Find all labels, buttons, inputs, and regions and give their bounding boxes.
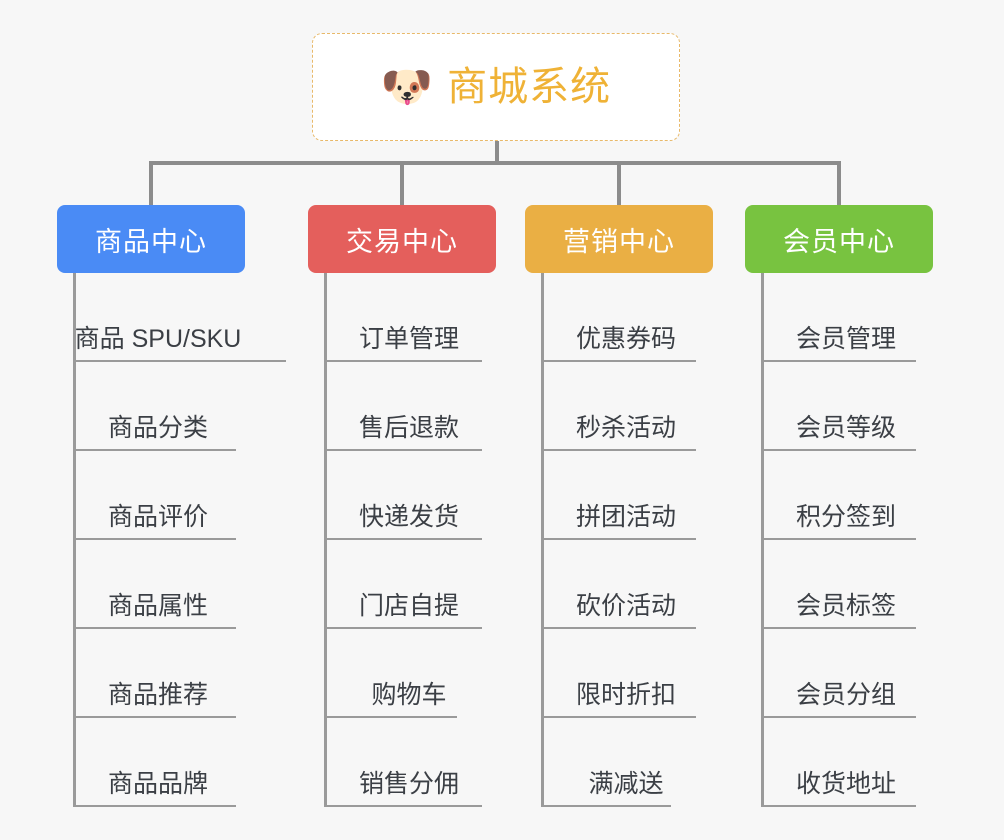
list-item-label: 商品品牌 bbox=[107, 770, 208, 798]
list-item-label: 商品属性 bbox=[107, 592, 208, 620]
list-item-underline bbox=[761, 360, 916, 362]
list-item-label: 收货地址 bbox=[795, 770, 896, 798]
connector-drop-marketing-center bbox=[617, 161, 621, 205]
list-item[interactable]: 会员标签 bbox=[745, 540, 933, 629]
connector-drop-trade-center bbox=[400, 161, 404, 205]
connector-drop-member-center bbox=[837, 161, 841, 205]
list-item-label: 会员管理 bbox=[795, 325, 896, 353]
list-item[interactable]: 商品属性 bbox=[57, 540, 245, 629]
list-item[interactable]: 门店自提 bbox=[308, 540, 496, 629]
list-item-underline bbox=[541, 360, 696, 362]
list-item-label: 销售分佣 bbox=[358, 770, 459, 798]
list-item-label: 门店自提 bbox=[358, 592, 459, 620]
category-header-product-center[interactable]: 商品中心 bbox=[57, 205, 245, 273]
list-item-label: 拼团活动 bbox=[575, 503, 676, 531]
connector-drop-product-center bbox=[149, 161, 153, 205]
list-item-underline bbox=[324, 627, 482, 629]
category-column-product-center: 商品中心商品 SPU/SKU 商品分类商品评价商品属性商品推荐商品品牌 bbox=[57, 205, 286, 807]
list-item-label: 商品 SPU/SKU bbox=[74, 325, 242, 353]
list-item-underline bbox=[541, 538, 696, 540]
connector-horizontal-bus bbox=[149, 161, 839, 165]
item-list-trade-center: 订单管理售后退款快递发货门店自提购物车销售分佣 bbox=[308, 273, 496, 807]
list-item[interactable]: 会员分组 bbox=[745, 629, 933, 718]
root-node-title: 商城系统 bbox=[447, 65, 612, 109]
category-header-marketing-center[interactable]: 营销中心 bbox=[525, 205, 713, 273]
list-item-underline bbox=[324, 449, 482, 451]
connector-root-stem bbox=[495, 141, 499, 163]
list-item-underline bbox=[324, 538, 482, 540]
list-item[interactable]: 商品品牌 bbox=[57, 718, 245, 807]
item-list-product-center: 商品 SPU/SKU 商品分类商品评价商品属性商品推荐商品品牌 bbox=[57, 273, 286, 807]
list-item-label: 会员等级 bbox=[795, 414, 896, 442]
list-item-underline bbox=[73, 538, 236, 540]
list-item-label: 商品评价 bbox=[107, 503, 208, 531]
list-item-label: 售后退款 bbox=[358, 414, 459, 442]
category-column-trade-center: 交易中心订单管理售后退款快递发货门店自提购物车销售分佣 bbox=[308, 205, 496, 807]
list-item-label: 积分签到 bbox=[795, 503, 896, 531]
tree-trunk-line-trade-center bbox=[324, 273, 327, 807]
list-item[interactable]: 收货地址 bbox=[745, 718, 933, 807]
tree-trunk-line-marketing-center bbox=[541, 273, 544, 807]
list-item[interactable]: 砍价活动 bbox=[525, 540, 713, 629]
list-item-label: 会员标签 bbox=[795, 592, 896, 620]
list-item-underline bbox=[761, 627, 916, 629]
list-item-underline bbox=[541, 716, 696, 718]
list-item-underline bbox=[73, 627, 236, 629]
item-list-member-center: 会员管理会员等级积分签到会员标签会员分组收货地址 bbox=[745, 273, 933, 807]
list-item-underline bbox=[73, 449, 236, 451]
list-item-label: 会员分组 bbox=[795, 681, 896, 709]
category-column-marketing-center: 营销中心优惠券码秒杀活动拼团活动砍价活动限时折扣满减送 bbox=[525, 205, 713, 807]
list-item[interactable]: 快递发货 bbox=[308, 451, 496, 540]
tree-trunk-line-product-center bbox=[73, 273, 76, 807]
list-item[interactable]: 满减送 bbox=[525, 718, 713, 807]
list-item[interactable]: 积分签到 bbox=[745, 451, 933, 540]
list-item[interactable]: 秒杀活动 bbox=[525, 362, 713, 451]
list-item-underline bbox=[761, 449, 916, 451]
list-item-underline bbox=[761, 538, 916, 540]
list-item[interactable]: 商品 SPU/SKU bbox=[57, 273, 286, 362]
list-item[interactable]: 购物车 bbox=[308, 629, 496, 718]
list-item[interactable]: 拼团活动 bbox=[525, 451, 713, 540]
list-item-label: 优惠券码 bbox=[575, 325, 676, 353]
list-item-label: 满减送 bbox=[588, 770, 664, 798]
list-item-underline bbox=[541, 805, 671, 807]
category-column-member-center: 会员中心会员管理会员等级积分签到会员标签会员分组收货地址 bbox=[745, 205, 933, 807]
list-item[interactable]: 会员管理 bbox=[745, 273, 933, 362]
list-item-underline bbox=[73, 805, 236, 807]
category-header-trade-center[interactable]: 交易中心 bbox=[308, 205, 496, 273]
list-item-underline bbox=[541, 627, 696, 629]
list-item[interactable]: 销售分佣 bbox=[308, 718, 496, 807]
list-item-label: 购物车 bbox=[371, 681, 447, 709]
list-item-label: 砍价活动 bbox=[575, 592, 676, 620]
list-item-label: 商品分类 bbox=[107, 414, 208, 442]
list-item-label: 秒杀活动 bbox=[575, 414, 676, 442]
list-item-underline bbox=[324, 805, 482, 807]
list-item-label: 订单管理 bbox=[358, 325, 459, 353]
list-item-label: 快递发货 bbox=[358, 503, 459, 531]
list-item[interactable]: 优惠券码 bbox=[525, 273, 713, 362]
shiba-dog-face-icon: 🐶 bbox=[380, 63, 434, 110]
list-item-label: 商品推荐 bbox=[107, 681, 208, 709]
list-item-underline bbox=[324, 360, 482, 362]
list-item-underline bbox=[541, 449, 696, 451]
list-item[interactable]: 商品推荐 bbox=[57, 629, 245, 718]
list-item-underline bbox=[73, 716, 236, 718]
list-item[interactable]: 限时折扣 bbox=[525, 629, 713, 718]
list-item-underline bbox=[761, 716, 916, 718]
list-item[interactable]: 售后退款 bbox=[308, 362, 496, 451]
item-list-marketing-center: 优惠券码秒杀活动拼团活动砍价活动限时折扣满减送 bbox=[525, 273, 713, 807]
list-item[interactable]: 商品评价 bbox=[57, 451, 245, 540]
list-item-underline bbox=[761, 805, 916, 807]
list-item-underline bbox=[73, 360, 286, 362]
list-item[interactable]: 会员等级 bbox=[745, 362, 933, 451]
list-item[interactable]: 订单管理 bbox=[308, 273, 496, 362]
category-header-member-center[interactable]: 会员中心 bbox=[745, 205, 933, 273]
root-node-mall-system[interactable]: 🐶 商城系统 bbox=[312, 33, 680, 141]
list-item[interactable]: 商品分类 bbox=[57, 362, 245, 451]
tree-trunk-line-member-center bbox=[761, 273, 764, 807]
list-item-label: 限时折扣 bbox=[575, 681, 676, 709]
list-item-underline bbox=[324, 716, 457, 718]
